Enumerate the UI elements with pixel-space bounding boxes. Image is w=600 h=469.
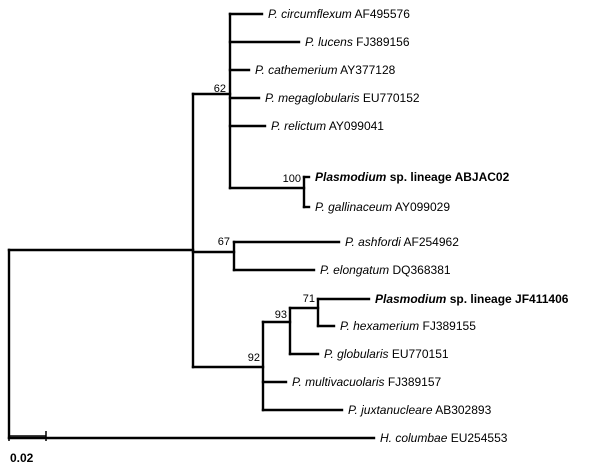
taxon-label-t14: P. juxtanucleare AB302893: [348, 403, 492, 417]
support-value-n_gall: 100: [283, 173, 301, 185]
taxon-label-t13: P. multivacuolaris FJ389157: [292, 375, 442, 389]
taxon-species: ashfordi: [358, 235, 401, 249]
taxon-accession: AF254962: [401, 235, 459, 249]
taxon-accession: AY099029: [392, 200, 450, 214]
taxon-genus: P.: [265, 91, 278, 105]
taxon-species: gallinaceum: [328, 200, 392, 214]
support-values: 62 100 67 71 93 92: [214, 83, 315, 364]
taxon-label-t9: P. elongatum DQ368381: [320, 263, 451, 277]
scale-bar-line: [8, 431, 47, 441]
taxon-genus: P.: [315, 200, 328, 214]
taxon-label-t2: P. lucens FJ389156: [305, 35, 410, 49]
taxon-genus: P.: [324, 347, 337, 361]
taxon-species: lucens: [318, 35, 353, 49]
taxon-species: megaglobularis: [278, 91, 359, 105]
taxon-label-t7: P. gallinaceum AY099029: [315, 200, 450, 214]
taxon-label-t4: P. megaglobularis EU770152: [265, 91, 420, 105]
taxon-species: columbae: [395, 431, 447, 445]
taxon-accession: AB302893: [433, 403, 492, 417]
taxon-accession: FJ389157: [384, 375, 441, 389]
taxon-species: globularis: [337, 347, 388, 361]
taxon-genus: P.: [305, 35, 318, 49]
taxon-species: circumflexum: [281, 7, 352, 21]
taxon-species: juxtanucleare: [359, 403, 433, 417]
taxon-genus: P.: [345, 235, 358, 249]
taxon-accession: FJ389155: [419, 319, 476, 333]
taxon-accession: FJ389156: [353, 35, 410, 49]
support-value-n_ash: 67: [218, 236, 230, 248]
taxon-label-t11: P. hexamerium FJ389155: [340, 319, 476, 333]
taxon-species: relictum: [284, 119, 326, 133]
taxon-label-t15: H. columbae EU254553: [380, 431, 508, 445]
taxon-accession: EU770151: [389, 347, 449, 361]
taxon-genus: Plasmodium: [375, 292, 450, 306]
taxon-genus: P.: [292, 375, 305, 389]
scale-bar-label: 0.02: [10, 451, 34, 465]
taxon-label-t6: Plasmodium sp. lineage ABJAC02: [315, 170, 510, 184]
taxon-label-t3: P. cathemerium AY377128: [255, 63, 396, 77]
taxon-species: elongatum: [333, 263, 389, 277]
taxon-genus: P.: [320, 263, 333, 277]
taxon-genus: P.: [268, 7, 281, 21]
taxon-accession: AY377128: [337, 63, 395, 77]
taxon-label-t12: P. globularis EU770151: [324, 347, 449, 361]
support-value-n_hex: 71: [303, 293, 315, 305]
taxon-species: sp. lineage ABJAC02: [390, 170, 510, 184]
tree-branches: [7, 12, 376, 440]
support-value-n_glob: 93: [275, 309, 287, 321]
taxon-accession: EU770152: [360, 91, 420, 105]
taxon-genus: Plasmodium: [315, 170, 390, 184]
taxon-genus: P.: [348, 403, 361, 417]
taxon-accession: AY099041: [326, 119, 384, 133]
taxon-accession: DQ368381: [389, 263, 451, 277]
taxon-genus: P.: [255, 63, 268, 77]
scale-bar: 0.02: [8, 431, 47, 465]
taxon-species: multivacuolaris: [305, 375, 384, 389]
taxon-accession: EU254553: [447, 431, 507, 445]
taxon-label-t10: Plasmodium sp. lineage JF411406: [375, 292, 569, 306]
taxon-species: sp. lineage JF411406: [450, 292, 569, 306]
taxon-genus: P.: [340, 319, 353, 333]
taxon-genus: H.: [380, 431, 395, 445]
taxon-species: cathemerium: [268, 63, 337, 77]
taxon-label-t5: P. relictum AY099041: [271, 119, 384, 133]
support-value-n_lower: 92: [248, 352, 260, 364]
support-value-n_upper: 62: [214, 83, 226, 95]
taxon-accession: AF495576: [352, 7, 410, 21]
taxon-label-t1: P. circumflexum AF495576: [268, 7, 410, 21]
taxon-species: hexamerium: [353, 319, 419, 333]
taxon-label-t8: P. ashfordi AF254962: [345, 235, 459, 249]
taxon-genus: P.: [271, 119, 284, 133]
